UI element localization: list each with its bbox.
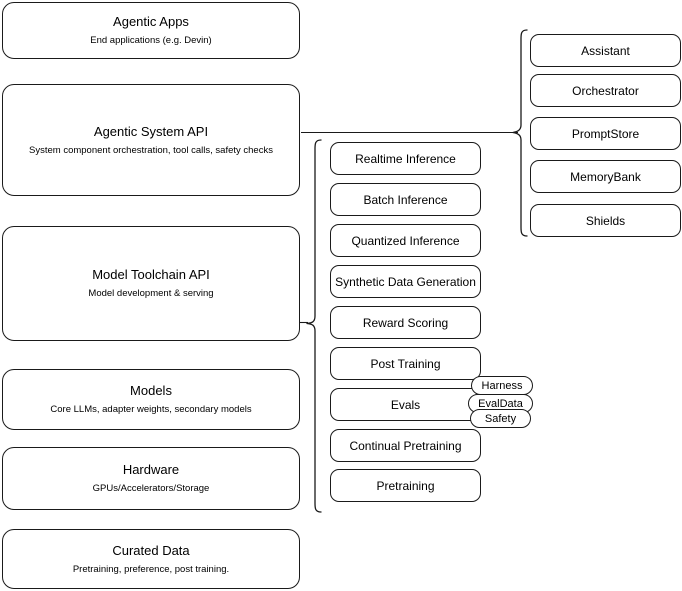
layer-title: Hardware xyxy=(122,462,180,477)
evals-pill-harness[interactable]: Harness xyxy=(471,376,533,395)
toolchain-box-evals[interactable]: Evals xyxy=(330,388,481,421)
toolchain-label: Pretraining xyxy=(376,478,435,493)
system-box-assistant[interactable]: Assistant xyxy=(530,34,681,67)
toolchain-box-synthetic-data-generation[interactable]: Synthetic Data Generation xyxy=(330,265,481,298)
layer-subtitle: Pretraining, preference, post training. xyxy=(72,563,230,575)
evals-pill-label: Harness xyxy=(481,379,523,392)
evals-pill-evaldata[interactable]: EvalData xyxy=(468,394,533,413)
layer-subtitle: End applications (e.g. Devin) xyxy=(90,35,212,46)
toolchain-box-reward-scoring[interactable]: Reward Scoring xyxy=(330,306,481,339)
toolchain-label: Realtime Inference xyxy=(355,151,456,166)
layer-box-hardware[interactable]: Hardware GPUs/Accelerators/Storage xyxy=(2,447,300,510)
layer-box-models[interactable]: Models Core LLMs, adapter weights, secon… xyxy=(2,369,300,430)
layer-box-curated-data[interactable]: Curated Data Pretraining, preference, po… xyxy=(2,529,300,589)
layer-subtitle: System component orchestration, tool cal… xyxy=(29,144,273,156)
connector-system-api-to-components xyxy=(300,126,520,140)
layer-title: Curated Data xyxy=(112,542,190,558)
toolchain-box-quantized-inference[interactable]: Quantized Inference xyxy=(330,224,481,257)
layer-subtitle: GPUs/Accelerators/Storage xyxy=(92,483,210,494)
toolchain-label: Synthetic Data Generation xyxy=(335,274,476,289)
evals-pill-label: EvalData xyxy=(478,397,523,410)
brace-toolchain-components xyxy=(306,138,322,514)
toolchain-label: Quantized Inference xyxy=(351,233,460,248)
system-box-shields[interactable]: Shields xyxy=(530,204,681,237)
toolchain-box-pretraining[interactable]: Pretraining xyxy=(330,469,481,502)
layer-title: Model Toolchain API xyxy=(92,267,210,282)
toolchain-label: Batch Inference xyxy=(363,192,448,207)
toolchain-label: Evals xyxy=(390,397,421,412)
layer-title: Models xyxy=(130,383,172,398)
layer-subtitle: Model development & serving xyxy=(88,288,214,299)
evals-pill-safety[interactable]: Safety xyxy=(470,409,531,428)
toolchain-box-batch-inference[interactable]: Batch Inference xyxy=(330,183,481,216)
toolchain-box-post-training[interactable]: Post Training xyxy=(330,347,481,380)
layer-title: Agentic System API xyxy=(93,123,209,139)
system-box-promptstore[interactable]: PromptStore xyxy=(530,117,681,150)
system-label: MemoryBank xyxy=(570,169,641,184)
toolchain-label: Post Training xyxy=(370,356,441,371)
system-label: PromptStore xyxy=(571,126,640,141)
layer-box-agentic-system-api[interactable]: Agentic System API System component orch… xyxy=(2,84,300,196)
brace-system-components xyxy=(512,28,528,238)
layer-box-agentic-apps[interactable]: Agentic Apps End applications (e.g. Devi… xyxy=(2,2,300,59)
layer-title: Agentic Apps xyxy=(113,14,189,29)
layer-subtitle: Core LLMs, adapter weights, secondary mo… xyxy=(50,404,252,415)
toolchain-label: Reward Scoring xyxy=(362,315,449,330)
toolchain-box-continual-pretraining[interactable]: Continual Pretraining xyxy=(330,429,481,462)
connector-toolchain-brace-stub xyxy=(300,318,310,327)
system-box-memorybank[interactable]: MemoryBank xyxy=(530,160,681,193)
layer-box-model-toolchain-api[interactable]: Model Toolchain API Model development & … xyxy=(2,226,300,341)
system-label: Orchestrator xyxy=(572,83,639,98)
system-label: Assistant xyxy=(581,43,630,58)
toolchain-label: Continual Pretraining xyxy=(349,438,462,453)
system-label: Shields xyxy=(585,213,626,228)
toolchain-box-realtime-inference[interactable]: Realtime Inference xyxy=(330,142,481,175)
system-box-orchestrator[interactable]: Orchestrator xyxy=(530,74,681,107)
evals-pill-label: Safety xyxy=(484,412,517,425)
